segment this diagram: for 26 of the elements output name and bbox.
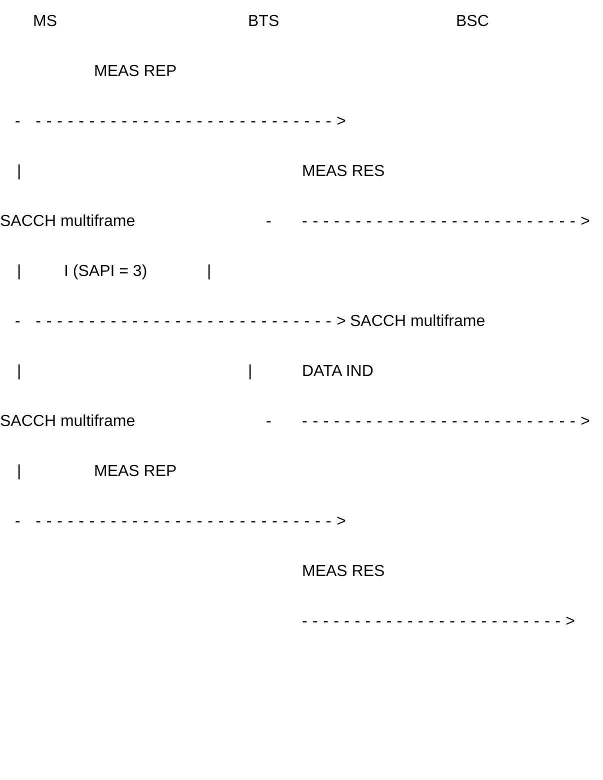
vertical-bar-character: | <box>207 262 212 282</box>
vertical-bar-character: | <box>17 162 22 182</box>
message-label: DATA IND <box>302 362 374 382</box>
ascii-arrow: --------------------------> <box>302 212 596 232</box>
vertical-bar-character: | <box>248 362 252 382</box>
ascii-arrow: - ----------------------------> <box>15 512 352 532</box>
vertical-bar-character: | <box>17 262 22 282</box>
message-label: SACCH multiframe <box>350 312 486 332</box>
ascii-arrow: --------------------------> <box>302 412 596 432</box>
entity-label: MS <box>33 12 57 32</box>
message-label: SACCH multiframe <box>0 412 136 432</box>
ascii-arrow: -------------------------> <box>302 612 580 632</box>
message-label: MEAS RES <box>302 562 385 582</box>
vertical-bar-character: | <box>17 362 22 382</box>
ascii-arrow: - ----------------------------> <box>15 112 352 132</box>
vertical-bar-character: | <box>17 462 22 482</box>
message-label: MEAS REP <box>94 462 177 482</box>
message-label: SACCH multiframe <box>0 212 136 232</box>
entity-label: BSC <box>456 12 489 32</box>
message-label: MEAS REP <box>94 62 177 82</box>
ascii-arrow: - <box>266 412 272 432</box>
ascii-arrow: - ----------------------------> <box>15 312 352 332</box>
ascii-arrow: - <box>266 212 272 232</box>
message-label: MEAS RES <box>302 162 385 182</box>
entity-label: BTS <box>248 12 280 32</box>
message-label: I (SAPI = 3) <box>64 262 148 282</box>
